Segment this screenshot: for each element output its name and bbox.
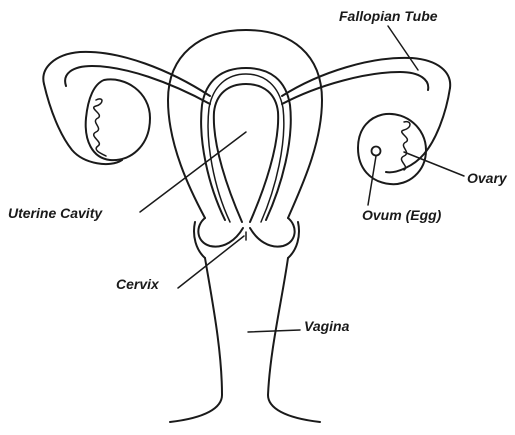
uterus-outer-wall: [168, 30, 322, 218]
left-fallopian-tube-lower: [65, 66, 210, 104]
right-ovary: [358, 114, 426, 184]
ovum-label: Ovum (Egg): [362, 207, 441, 223]
right-fallopian-tube-upper: [282, 58, 450, 96]
cervix-label: Cervix: [116, 276, 159, 292]
right-tube-end: [386, 88, 450, 172]
left-tube-end: [44, 84, 122, 164]
right-ovary-coils: [401, 122, 410, 170]
uterine-cavity-label: Uterine Cavity: [8, 205, 102, 221]
leader-vagina: [248, 330, 300, 332]
cervix-right-lobe: [250, 218, 295, 247]
vagina-label: Vagina: [304, 318, 349, 334]
ovary-label: Ovary: [467, 170, 507, 186]
leader-fallopian: [388, 26, 418, 70]
right-fallopian-tube-lower: [282, 72, 428, 104]
fallopian-tube-label: Fallopian Tube: [339, 8, 438, 24]
leader-uterine-cavity: [140, 132, 246, 212]
ovum-egg: [372, 147, 381, 156]
vagina-left-wall: [170, 258, 222, 422]
left-ovary-coils: [94, 99, 106, 156]
vagina-right-wall: [268, 258, 320, 422]
leader-cervix: [178, 236, 244, 288]
